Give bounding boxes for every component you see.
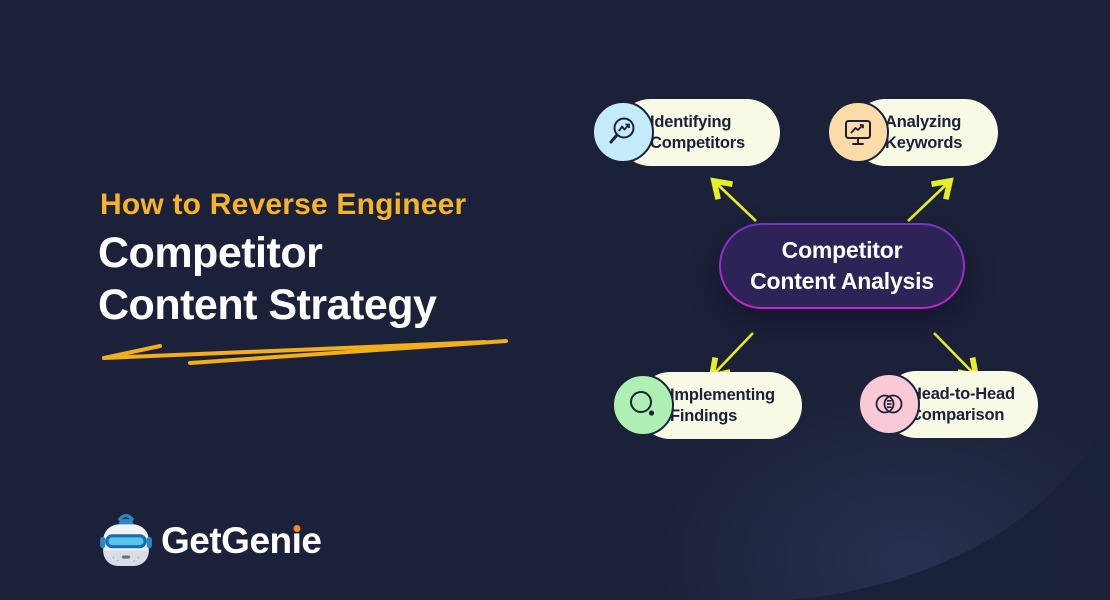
arrow-to-head-to-head-comparison [933, 332, 980, 380]
arrow-to-identifying-competitors [710, 177, 757, 222]
node-label-line2: Comparison [910, 405, 1005, 424]
node-label-line2: Keywords [885, 133, 963, 152]
magnifier-icon [612, 374, 674, 436]
brand-name-i: ı [291, 520, 302, 561]
headline-title-line1: Competitor [98, 229, 323, 277]
presentation-chart-icon [827, 101, 889, 163]
center-node-pill: Competitor Content Analysis [721, 225, 963, 307]
brand-i-dot [293, 525, 301, 532]
center-node-line2: Content Analysis [750, 268, 934, 294]
venn-comparison-icon [858, 373, 920, 435]
arrow-to-implementing-findings [708, 332, 754, 380]
center-node-line1: Competitor [781, 237, 903, 263]
headline-kicker: How to Reverse Engineer [100, 188, 467, 221]
node-label-line2: Competitors [650, 133, 745, 152]
node-label-line1: Identifying [650, 112, 732, 131]
brand-name-part3: e [301, 520, 322, 561]
headline-title: Competitor Content Strategy [98, 227, 437, 331]
genie-mascot-icon [100, 513, 152, 566]
headline-title-line2: Content Strategy [98, 281, 437, 329]
brand-name-part1: GetGen [161, 520, 292, 561]
node-label-line1: Analyzing [885, 112, 962, 131]
center-node-competitor-content-analysis: Competitor Content Analysis [719, 223, 965, 309]
underline-swoosh-icon [102, 339, 508, 365]
node-label-line1: Head-to-Head [910, 384, 1015, 403]
node-label-line1: Implementing [670, 385, 775, 404]
arrow-to-analyzing-keywords [907, 177, 954, 222]
node-label-line2: Findings [670, 406, 738, 425]
magnifier-trend-icon [592, 101, 654, 163]
